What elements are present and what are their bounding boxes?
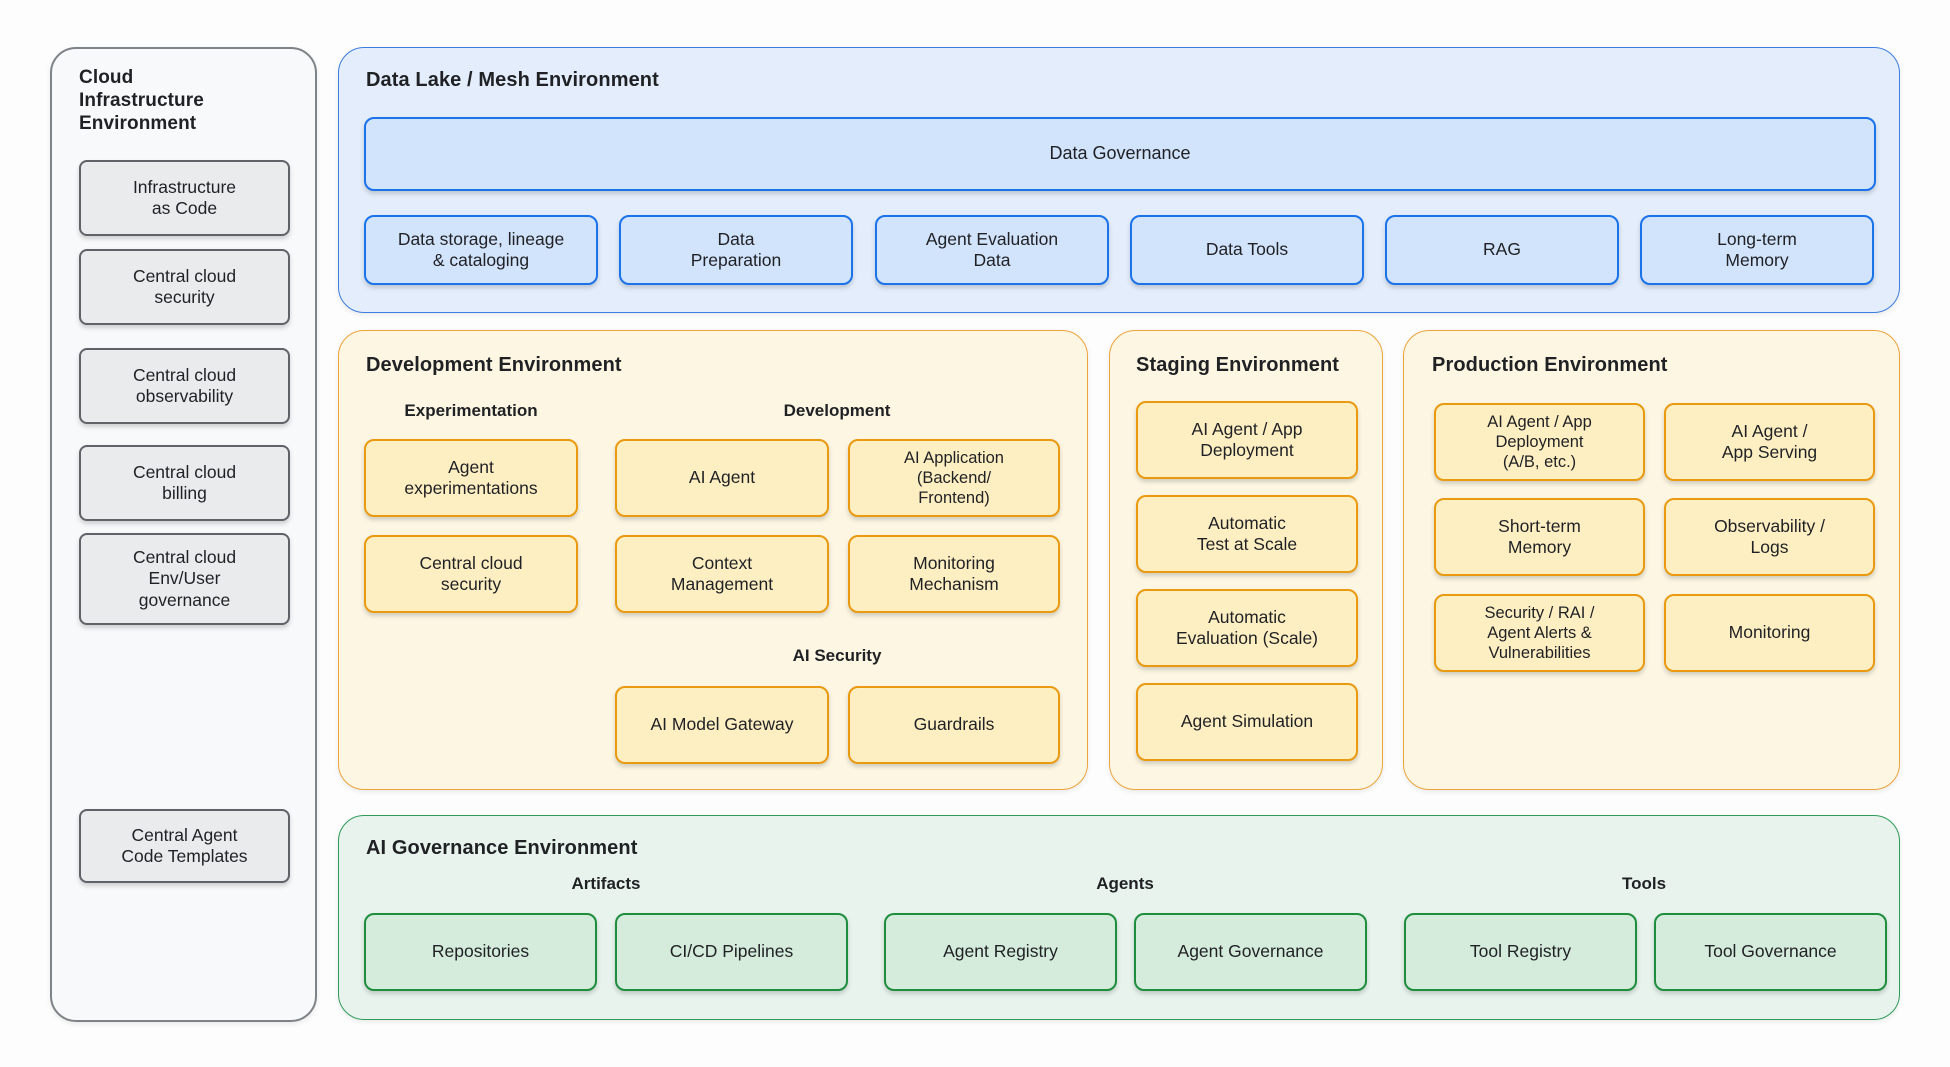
box-long-term-memory: Long-term Memory bbox=[1640, 215, 1874, 285]
box-data-governance: Data Governance bbox=[364, 117, 1876, 191]
box-ai-agent-app-serving: AI Agent / App Serving bbox=[1664, 403, 1875, 481]
panel-title-staging: Staging Environment bbox=[1136, 354, 1340, 376]
panel-development: Development Environment Experimentation … bbox=[338, 330, 1088, 790]
panel-title-data-lake: Data Lake / Mesh Environment bbox=[366, 69, 659, 91]
group-label-development: Development bbox=[783, 401, 891, 420]
group-label-experimentation: Experimentation bbox=[404, 401, 538, 420]
group-label-artifacts: Artifacts bbox=[571, 874, 641, 893]
box-security-rai-agent-alerts-vulnerabilities: Security / RAI / Agent Alerts & Vulnerab… bbox=[1434, 594, 1645, 672]
box-ai-model-gateway: AI Model Gateway bbox=[615, 686, 829, 764]
box-data-storage-lineage-cataloging: Data storage, lineage & cataloging bbox=[364, 215, 598, 285]
box-ai-agent: AI Agent bbox=[615, 439, 829, 517]
group-label-agents: Agents bbox=[1096, 874, 1154, 893]
panel-data-lake: Data Lake / Mesh Environment Data Govern… bbox=[338, 47, 1900, 313]
box-central-cloud-security: Central cloud security bbox=[79, 249, 290, 325]
box-agent-simulation: Agent Simulation bbox=[1136, 683, 1358, 761]
panel-title-production: Production Environment bbox=[1432, 354, 1668, 376]
box-tool-registry: Tool Registry bbox=[1404, 913, 1637, 991]
box-agent-registry: Agent Registry bbox=[884, 913, 1117, 991]
box-cicd-pipelines: CI/CD Pipelines bbox=[615, 913, 848, 991]
panel-cloud-infrastructure: Cloud Infrastructure Environment Infrast… bbox=[50, 47, 317, 1022]
panel-ai-governance: AI Governance Environment Artifacts Agen… bbox=[338, 815, 1900, 1020]
box-central-cloud-billing: Central cloud billing bbox=[79, 445, 290, 521]
box-rag: RAG bbox=[1385, 215, 1619, 285]
box-agent-governance: Agent Governance bbox=[1134, 913, 1367, 991]
box-central-cloud-env-user-governance: Central cloud Env/User governance bbox=[79, 533, 290, 625]
box-agent-evaluation-data: Agent Evaluation Data bbox=[875, 215, 1109, 285]
box-prod-ai-agent-app-deployment: AI Agent / App Deployment (A/B, etc.) bbox=[1434, 403, 1645, 481]
group-label-tools: Tools bbox=[1621, 874, 1667, 893]
box-automatic-evaluation-scale: Automatic Evaluation (Scale) bbox=[1136, 589, 1358, 667]
box-short-term-memory: Short-term Memory bbox=[1434, 498, 1645, 576]
box-staging-ai-agent-app-deployment: AI Agent / App Deployment bbox=[1136, 401, 1358, 479]
panel-staging: Staging Environment AI Agent / App Deplo… bbox=[1109, 330, 1383, 790]
panel-title-ai-governance: AI Governance Environment bbox=[366, 837, 638, 859]
box-context-management: Context Management bbox=[615, 535, 829, 613]
box-infrastructure-as-code: Infrastructure as Code bbox=[79, 160, 290, 236]
panel-production: Production Environment AI Agent / App De… bbox=[1403, 330, 1900, 790]
box-central-cloud-observability: Central cloud observability bbox=[79, 348, 290, 424]
box-automatic-test-at-scale: Automatic Test at Scale bbox=[1136, 495, 1358, 573]
box-data-preparation: Data Preparation bbox=[619, 215, 853, 285]
panel-title-cloud-infrastructure: Cloud Infrastructure Environment bbox=[79, 67, 204, 134]
box-central-agent-code-templates: Central Agent Code Templates bbox=[79, 809, 290, 883]
box-dev-central-cloud-security: Central cloud security bbox=[364, 535, 578, 613]
box-data-tools: Data Tools bbox=[1130, 215, 1364, 285]
box-repositories: Repositories bbox=[364, 913, 597, 991]
panel-title-development: Development Environment bbox=[366, 354, 622, 376]
box-guardrails: Guardrails bbox=[848, 686, 1060, 764]
box-monitoring-mechanism: Monitoring Mechanism bbox=[848, 535, 1060, 613]
box-agent-experimentations: Agent experimentations bbox=[364, 439, 578, 517]
group-label-ai-security: AI Security bbox=[792, 646, 882, 665]
box-monitoring: Monitoring bbox=[1664, 594, 1875, 672]
box-observability-logs: Observability / Logs bbox=[1664, 498, 1875, 576]
box-tool-governance: Tool Governance bbox=[1654, 913, 1887, 991]
box-ai-application-backend-frontend: AI Application (Backend/ Frontend) bbox=[848, 439, 1060, 517]
